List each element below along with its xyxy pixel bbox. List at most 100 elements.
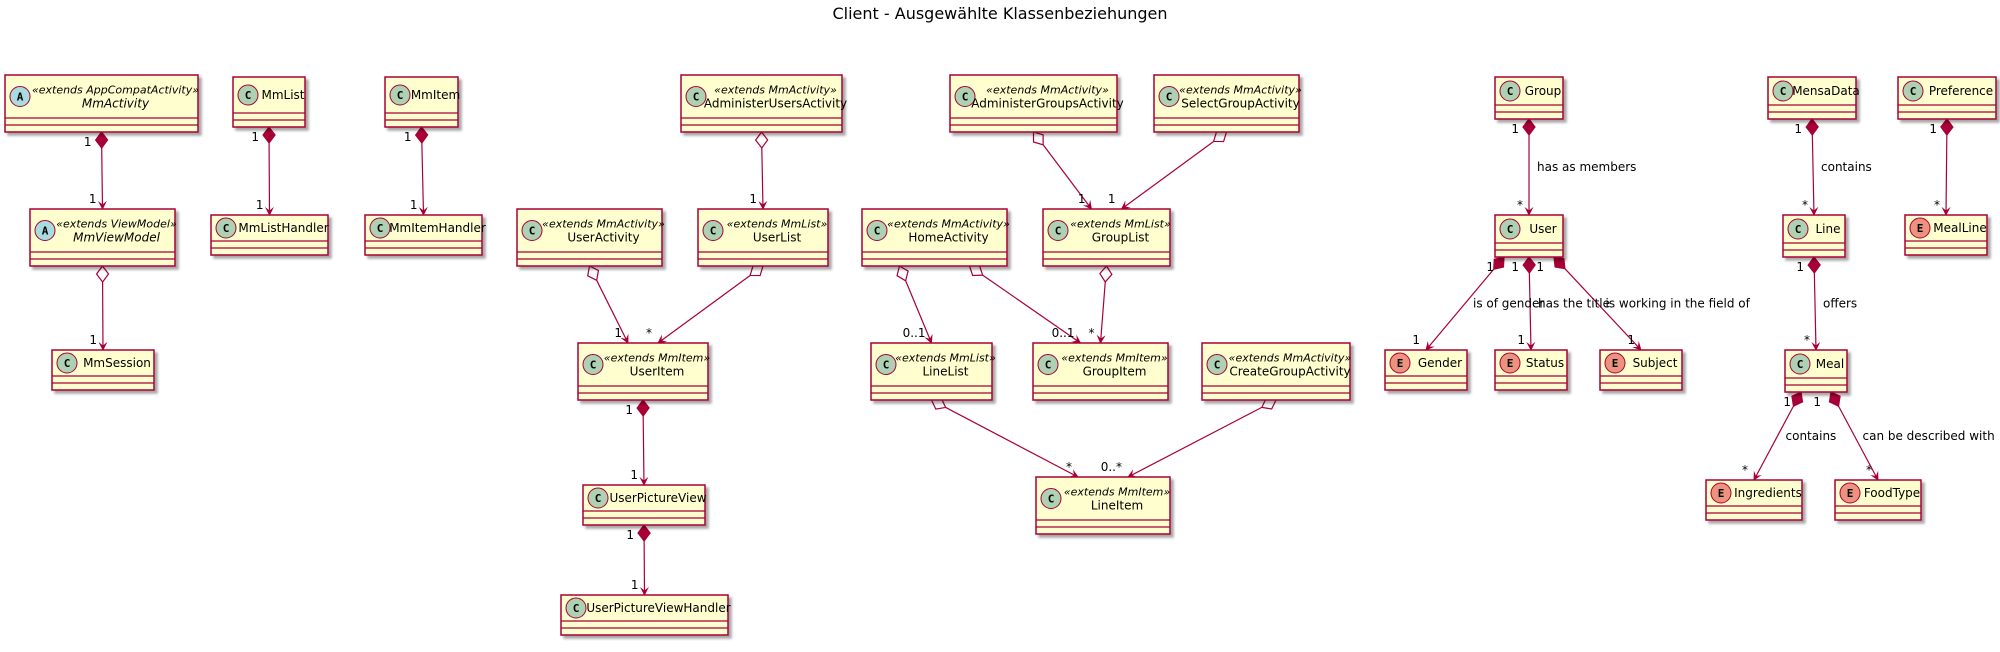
aggregation-diamond-icon (1032, 131, 1044, 146)
svg-text:C: C (245, 89, 252, 102)
composition-diamond-icon (1522, 256, 1536, 274)
target-multiplicity: * (1089, 326, 1095, 340)
class-name: FoodType (1864, 486, 1920, 500)
relation-group-list-group-item (1096, 265, 1113, 344)
aggregation-diamond-icon (749, 265, 764, 277)
relation-user-status (1522, 256, 1536, 351)
relation-user-list-user-item (657, 265, 764, 344)
relation-line-list-line-item (930, 397, 1079, 478)
class-box-preference: C Preference (1897, 76, 1997, 120)
class-box-group-item: C«extends MmItem»GroupItem (1032, 342, 1169, 401)
relation-user-gender (1425, 256, 1505, 351)
class-name: Preference (1929, 84, 1993, 98)
enum-badge-icon: E (1710, 482, 1732, 504)
class-box-home-activity: C«extends MmActivity»HomeActivity (861, 208, 1010, 267)
target-multiplicity: 1 (410, 198, 418, 212)
relation-administer-groups-activity-group-list (1032, 131, 1093, 210)
class-badge-icon: C (369, 217, 391, 239)
class-badge-icon: C (1037, 354, 1059, 375)
class-name: MmItemHandler (389, 221, 486, 235)
target-multiplicity: * (1517, 198, 1523, 212)
class-name: MmSession (83, 356, 151, 370)
svg-text:C: C (595, 492, 602, 505)
class-box-user-activity: C«extends MmActivity»UserActivity (516, 208, 665, 267)
class-name: UserItem (630, 365, 685, 379)
source-multiplicity: 1 (1486, 260, 1494, 274)
class-box-mm-session: C MmSession (51, 349, 155, 391)
composition-diamond-icon (1828, 391, 1841, 407)
target-multiplicity: * (1804, 333, 1810, 347)
composition-diamond-icon (1493, 256, 1505, 271)
class-name: Line (1815, 222, 1840, 236)
enum-badge-icon: E (1499, 352, 1521, 374)
svg-text:C: C (590, 359, 597, 372)
class-name: Meal (1816, 357, 1844, 371)
composition-diamond-icon (262, 125, 276, 145)
class-badge-icon: C (954, 86, 976, 107)
class-stereotype: «extends MmList» (727, 218, 828, 231)
aggregation-diamond-icon (1212, 131, 1228, 143)
aggregation-diamond-icon (968, 265, 984, 277)
svg-text:C: C (1055, 225, 1062, 238)
svg-text:C: C (1507, 85, 1514, 98)
target-multiplicity: 1 (749, 192, 757, 206)
relation-mensa-data-line (1805, 118, 1819, 216)
class-badge-icon: C (1206, 354, 1228, 375)
class-name: Subject (1633, 356, 1678, 370)
diagram-title: Client - Ausgewählte Klassenbeziehungen (832, 4, 1168, 23)
svg-text:C: C (693, 91, 700, 104)
class-badge-icon: C (565, 597, 587, 619)
source-multiplicity: 1 (251, 130, 259, 144)
svg-text:C: C (874, 225, 881, 238)
target-multiplicity: 1 (1517, 333, 1525, 347)
relation-home-activity-line-list (896, 265, 933, 344)
class-name: AdministerGroupsActivity (971, 97, 1124, 111)
abstract-badge-icon: A (9, 86, 31, 107)
relation-mm-list-mm-list-handler (262, 125, 276, 216)
relation-user-picture-view-user-picture-view-handler (637, 524, 651, 596)
relation-label: has the title (1538, 297, 1610, 311)
target-multiplicity: 1 (630, 468, 638, 482)
class-badge-icon: C (389, 84, 411, 106)
aggregation-diamond-icon (95, 265, 110, 283)
class-badge-icon: C (875, 354, 897, 375)
target-multiplicity: * (1802, 198, 1808, 212)
class-name: MmList (261, 88, 304, 102)
target-multiplicity: * (1866, 463, 1872, 477)
svg-text:C: C (1797, 358, 1804, 371)
svg-text:A: A (42, 225, 49, 238)
enum-badge-icon: E (1839, 482, 1861, 504)
aggregation-diamond-icon (754, 131, 769, 149)
class-name: UserPictureViewHandler (586, 601, 730, 615)
class-badge-icon: C (1902, 80, 1924, 102)
class-name: MmListHandler (238, 221, 328, 235)
svg-text:C: C (529, 225, 536, 238)
aggregation-diamond-icon (896, 265, 909, 282)
class-name: Group (1525, 84, 1562, 98)
source-multiplicity: 1 (1929, 122, 1937, 136)
target-multiplicity: 1 (614, 326, 622, 340)
class-badge-icon: C (56, 352, 78, 374)
target-multiplicity: 0..1 (1052, 326, 1075, 340)
relation-line-meal (1807, 256, 1821, 351)
class-badge-icon: C (1047, 220, 1069, 241)
class-badge-icon: C (685, 86, 707, 107)
class-name: Status (1526, 356, 1564, 370)
class-name: SelectGroupActivity (1181, 97, 1299, 111)
target-multiplicity: 1 (1412, 333, 1420, 347)
svg-text:C: C (883, 359, 890, 372)
composition-diamond-icon (1807, 256, 1821, 274)
class-stereotype: «extends ViewModel» (56, 218, 177, 231)
class-stereotype: «extends MmActivity» (1179, 84, 1302, 97)
class-name: HomeActivity (908, 231, 988, 245)
target-multiplicity: * (1742, 463, 1748, 477)
svg-text:C: C (1507, 223, 1514, 236)
class-box-mm-list: C MmList (232, 76, 306, 128)
